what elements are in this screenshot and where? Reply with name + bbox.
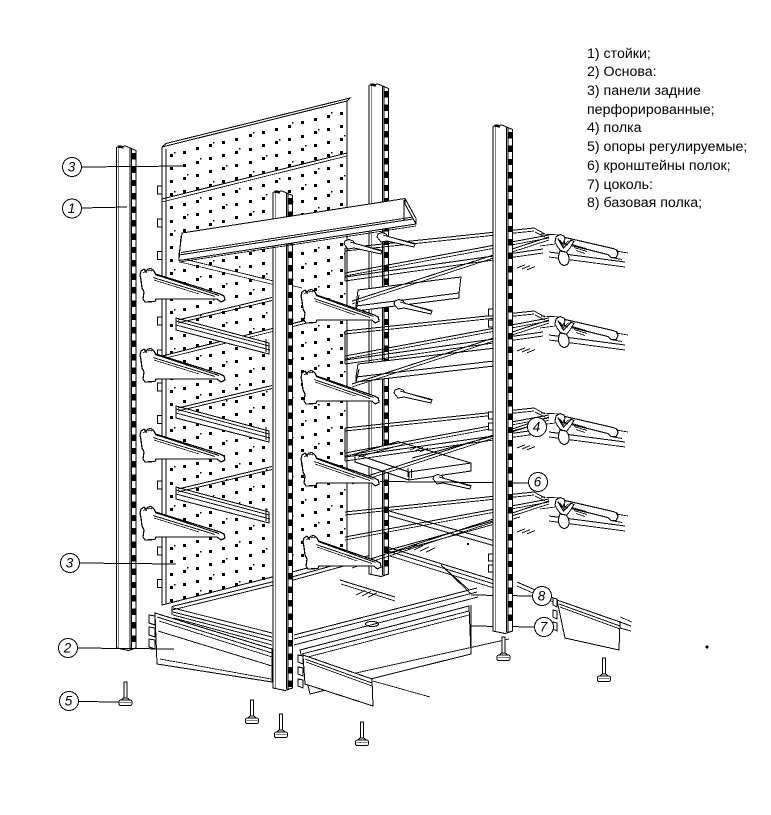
svg-text:3: 3 [68, 160, 76, 175]
svg-text:2: 2 [63, 641, 72, 656]
svg-text:1: 1 [68, 201, 76, 216]
svg-text:8: 8 [538, 589, 546, 604]
svg-text:5: 5 [65, 694, 73, 709]
svg-text:7: 7 [540, 620, 548, 635]
svg-text:3: 3 [66, 556, 74, 571]
svg-text:4: 4 [533, 420, 541, 435]
svg-text:6: 6 [534, 475, 542, 490]
